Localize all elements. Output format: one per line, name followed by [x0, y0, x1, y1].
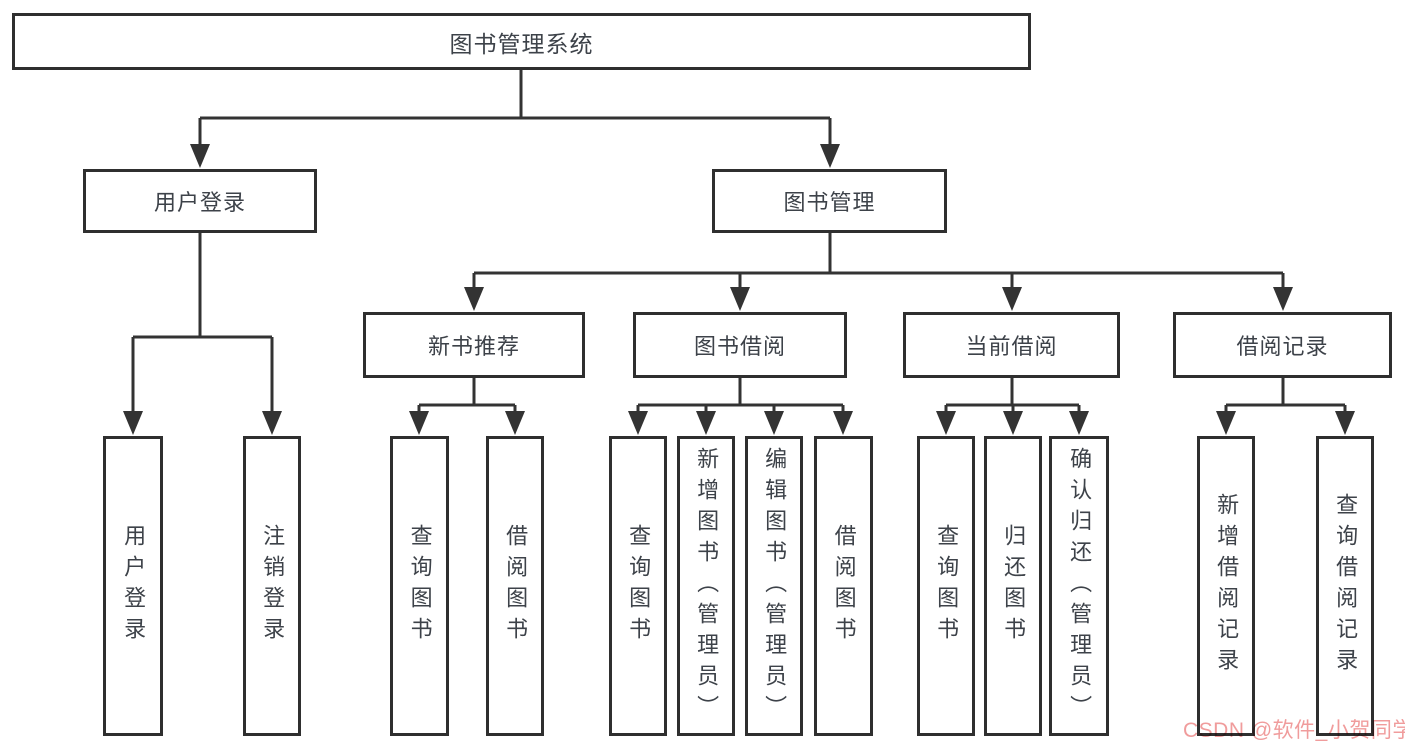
leaf-edit-book-admin: 编辑图书（管理员） — [745, 436, 803, 736]
leaf-query-borrow-record: 查询借阅记录 — [1316, 436, 1374, 736]
leaf-confirm-return-admin: 确认归还（管理员） — [1049, 436, 1109, 736]
leaf-return-book: 归还图书 — [984, 436, 1042, 736]
leaf-query-books-current: 查询图书 — [917, 436, 975, 736]
node-book-borrowing: 图书借阅 — [633, 312, 847, 378]
node-user-login: 用户登录 — [83, 169, 317, 233]
leaf-add-borrow-record: 新增借阅记录 — [1197, 436, 1255, 736]
leaf-user-login: 用户登录 — [103, 436, 163, 736]
node-current-borrowing: 当前借阅 — [903, 312, 1120, 378]
node-library-management-system: 图书管理系统 — [12, 13, 1031, 70]
node-book-management: 图书管理 — [712, 169, 947, 233]
leaf-borrow-books-borrowing: 借阅图书 — [814, 436, 873, 736]
leaf-borrow-books-recommend: 借阅图书 — [486, 436, 544, 736]
leaf-logout: 注销登录 — [243, 436, 301, 736]
leaf-add-book-admin: 新增图书（管理员） — [677, 436, 735, 736]
node-borrowing-records: 借阅记录 — [1173, 312, 1392, 378]
leaf-query-books-recommend: 查询图书 — [390, 436, 449, 736]
leaf-query-books-borrowing: 查询图书 — [609, 436, 667, 736]
node-new-book-recommendation: 新书推荐 — [363, 312, 585, 378]
csdn-watermark: CSDN @软件_小贺同学 — [1183, 719, 1405, 742]
